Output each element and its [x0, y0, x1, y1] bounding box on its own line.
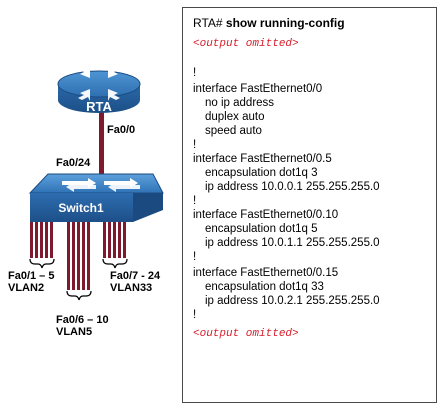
config-subcommand-line: encapsulation dot1q 33	[205, 281, 324, 293]
router-arrows-icon	[78, 66, 120, 101]
config-line: !	[193, 251, 197, 263]
cli-command: show running-config	[225, 16, 345, 30]
switch-uplink-interface-label: Fa0/24	[56, 157, 91, 169]
config-subcommand-line: encapsulation dot1q 5	[205, 223, 318, 235]
brace-group-1	[29, 258, 55, 269]
port-cables-group-3	[103, 222, 126, 258]
config-subcommand-line: encapsulation dot1q 3	[205, 167, 318, 179]
port-cables-group-2	[67, 222, 90, 290]
config-line: interface FastEthernet0/0.10	[193, 209, 339, 221]
router-interface-label: Fa0/0	[107, 124, 136, 136]
network-topology-diagram: RTA Switch1	[28, 66, 164, 301]
running-config-panel: RTA# show running-config <output omitted…	[182, 7, 437, 403]
config-line: !	[193, 309, 197, 321]
port-group-1-ports: Fa0/1 – 5	[8, 270, 55, 282]
config-subcommand-line: duplex auto	[205, 111, 265, 123]
config-line: !	[193, 67, 197, 79]
port-group-2-vlan: VLAN5	[56, 326, 93, 338]
config-subcommand-line: ip address 10.0.2.1 255.255.255.0	[205, 295, 380, 307]
config-line: interface FastEthernet0/0.15	[193, 267, 339, 279]
config-subcommand-line: no ip address	[205, 97, 275, 109]
output-omitted-marker: <output omitted>	[193, 38, 299, 50]
switch-name: Switch1	[58, 201, 104, 215]
config-line: interface FastEthernet0/0.5	[193, 153, 332, 165]
port-group-1-vlan: VLAN2	[8, 282, 45, 294]
brace-group-3	[102, 258, 128, 269]
switch-arrows-icon	[62, 178, 140, 192]
config-subcommand-line: ip address 10.0.0.1 255.255.255.0	[205, 181, 380, 193]
port-group-3-vlan: VLAN33	[110, 282, 153, 294]
config-command-line: RTA# show running-config	[193, 17, 345, 30]
config-subcommand-line: speed auto	[205, 125, 262, 137]
brace-group-2	[66, 290, 92, 301]
port-cables-group-1	[30, 222, 53, 258]
cli-prompt: RTA#	[193, 16, 226, 30]
config-line: !	[193, 195, 197, 207]
port-group-2-ports: Fa0/6 – 10	[56, 314, 109, 326]
router-switch-link	[99, 111, 104, 175]
switch-switch1: Switch1	[28, 173, 164, 222]
router-rta: RTA	[57, 66, 141, 114]
config-line: !	[193, 139, 197, 151]
port-group-3-ports: Fa0/7 - 24	[110, 270, 161, 282]
config-subcommand-line: ip address 10.0.1.1 255.255.255.0	[205, 237, 380, 249]
router-name: RTA	[86, 99, 112, 114]
config-line: interface FastEthernet0/0	[193, 83, 323, 95]
output-omitted-marker: <output omitted>	[193, 328, 299, 340]
